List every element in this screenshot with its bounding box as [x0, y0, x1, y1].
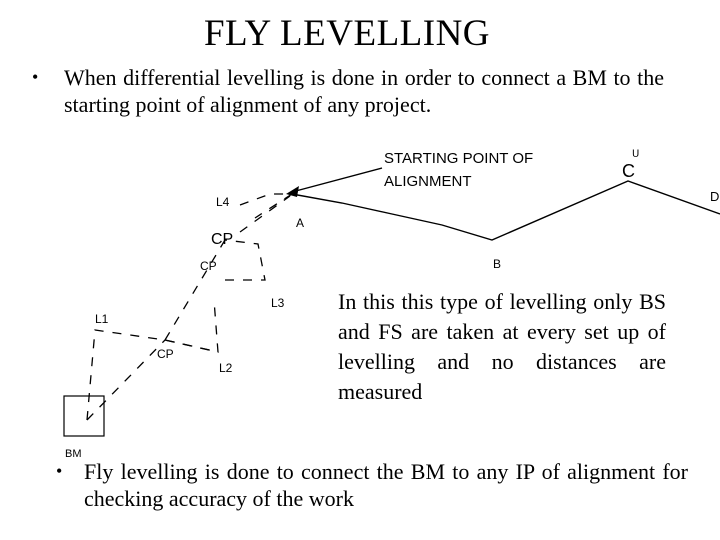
traverse-a-l4 [254, 193, 293, 219]
levelling-note: In this this type of levelling only BS a… [338, 289, 666, 404]
label-d: D [710, 189, 719, 204]
label-bm: BM [65, 448, 82, 460]
callout-line-2: ALIGNMENT [384, 173, 472, 190]
label-b: B [493, 257, 501, 271]
bullet-dot-icon: • [32, 67, 39, 87]
label-cp-upper: CP [200, 259, 217, 273]
traverse-cp-a [239, 195, 291, 233]
traverse-cp-upper [164, 239, 226, 341]
traverse-bm-l1-cp [86, 329, 219, 421]
callout-arrow-line [291, 167, 383, 193]
callout-line-1: STARTING POINT OF [384, 150, 533, 167]
bullet-dot-icon: • [56, 461, 63, 481]
traverse-dashed-lines [86, 193, 293, 421]
label-l2: L2 [219, 361, 233, 375]
traverse-cp-l3 [224, 239, 266, 281]
arrowhead-icon [286, 186, 299, 197]
bullet-point-1: • When differential levelling is done in… [32, 64, 664, 118]
label-l4: L4 [216, 195, 230, 209]
label-l3: L3 [271, 296, 285, 310]
bullet-text-2: Fly levelling is done to connect the BM … [84, 459, 688, 511]
label-cp-big: CP [211, 231, 233, 248]
traverse-bm-cp [86, 339, 166, 421]
label-a: A [296, 216, 304, 230]
alignment-line [291, 180, 720, 241]
traverse-cp-l2 [164, 299, 219, 353]
bullet-text-1: When differential levelling is done in o… [64, 65, 664, 117]
bm-box [63, 395, 105, 437]
label-cp-lower: CP [157, 347, 174, 361]
bullet-point-2: • Fly levelling is done to connect the B… [56, 458, 688, 512]
slide-title: FLY LEVELLING [203, 13, 491, 54]
c-mark-glyph: ᑌ [632, 149, 639, 160]
label-c: C [622, 161, 635, 181]
label-l1: L1 [95, 312, 109, 326]
